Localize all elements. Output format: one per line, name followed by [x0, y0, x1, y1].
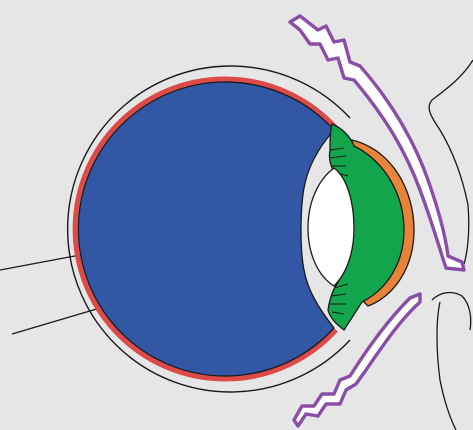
eye-anatomy-svg	[0, 0, 473, 430]
eye-cross-section-diagram	[0, 0, 473, 430]
